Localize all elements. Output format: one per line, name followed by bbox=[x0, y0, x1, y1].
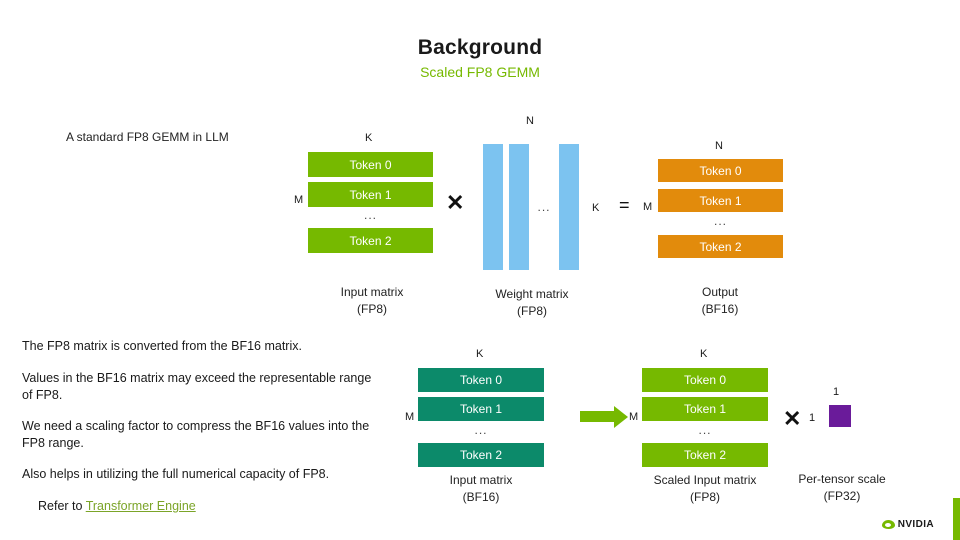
input-matrix-caption-line2: (FP8) bbox=[357, 302, 387, 316]
input-matrix-row: Token 1 bbox=[308, 182, 433, 207]
per-tensor-scale-dim-left: 1 bbox=[809, 412, 816, 424]
weight-matrix-caption-line2: (FP8) bbox=[517, 304, 547, 318]
bf16-matrix-row: Token 1 bbox=[418, 397, 544, 421]
input-matrix-row-label: Token 0 bbox=[349, 157, 392, 172]
conversion-arrow-head-icon bbox=[614, 405, 628, 428]
bf16-matrix-ellipsis: ... bbox=[474, 423, 488, 437]
output-matrix-row-label: Token 0 bbox=[699, 163, 742, 178]
multiply-operator-icon: ✕ bbox=[446, 190, 465, 215]
output-matrix-row: Token 2 bbox=[658, 235, 783, 258]
nvidia-logo: NVIDIA bbox=[881, 519, 934, 530]
bf16-matrix-dim-k: K bbox=[476, 348, 484, 360]
scaled-matrix-dim-k: K bbox=[700, 348, 708, 360]
scaled-matrix-ellipsis: ... bbox=[698, 423, 712, 437]
nvidia-wordmark: NVIDIA bbox=[897, 519, 934, 530]
conversion-arrow-icon bbox=[580, 411, 614, 422]
refer-line: Refer to Transformer Engine bbox=[38, 498, 378, 515]
input-matrix-row: Token 2 bbox=[308, 228, 433, 253]
bf16-matrix-row-label: Token 2 bbox=[459, 448, 503, 462]
scaled-matrix-row: Token 1 bbox=[642, 397, 768, 421]
scale-multiply-operator-icon: ✕ bbox=[783, 406, 802, 431]
weight-matrix-column bbox=[559, 144, 579, 270]
output-matrix-row: Token 1 bbox=[658, 189, 783, 212]
body-paragraph-2: Values in the BF16 matrix may exceed the… bbox=[22, 371, 372, 402]
per-tensor-scale-caption-line1: Per-tensor scale bbox=[798, 472, 886, 486]
transformer-engine-link[interactable]: Transformer Engine bbox=[85, 499, 196, 513]
top-diagram-intro-label: A standard FP8 GEMM in LLM bbox=[66, 130, 229, 144]
equals-operator-icon: = bbox=[619, 195, 630, 215]
bf16-matrix-row-label: Token 1 bbox=[459, 402, 503, 416]
scaled-matrix-row-label: Token 2 bbox=[683, 448, 727, 462]
scaled-matrix-dim-m: M bbox=[629, 411, 639, 423]
weight-matrix-dim-k: K bbox=[592, 202, 600, 214]
body-paragraph-1: The FP8 matrix is converted from the BF1… bbox=[22, 339, 302, 353]
weight-matrix-caption-line1: Weight matrix bbox=[495, 287, 569, 301]
body-paragraph-3: We need a scaling factor to compress the… bbox=[22, 419, 370, 450]
output-matrix-caption-line1: Output bbox=[701, 285, 739, 299]
weight-matrix-column bbox=[509, 144, 529, 270]
nvidia-eye-icon bbox=[881, 520, 895, 529]
bf16-matrix-caption-line2: (BF16) bbox=[462, 490, 500, 504]
scaled-matrix-row: Token 0 bbox=[642, 368, 768, 392]
scaled-matrix-caption-line2: (FP8) bbox=[690, 490, 720, 504]
page-subtitle: Scaled FP8 GEMM bbox=[420, 64, 540, 80]
scaled-matrix-caption-line1: Scaled Input matrix bbox=[653, 473, 757, 487]
input-matrix-row: Token 0 bbox=[308, 152, 433, 177]
input-matrix-row-label: Token 1 bbox=[349, 187, 392, 202]
input-matrix-dim-m: M bbox=[294, 194, 304, 206]
body-paragraph-4: Also helps in utilizing the full numeric… bbox=[22, 467, 330, 481]
bf16-matrix-caption-line1: Input matrix bbox=[449, 473, 513, 487]
input-matrix-caption-line1: Input matrix bbox=[340, 285, 404, 299]
output-matrix-row-label: Token 1 bbox=[699, 193, 742, 208]
per-tensor-scale-square bbox=[829, 405, 851, 427]
scaled-matrix-row-label: Token 0 bbox=[683, 373, 727, 387]
scaled-matrix-row-label: Token 1 bbox=[683, 402, 727, 416]
output-matrix-row-label: Token 2 bbox=[699, 239, 742, 254]
output-matrix-dim-m: M bbox=[643, 201, 653, 213]
scaled-matrix-row: Token 2 bbox=[642, 443, 768, 467]
weight-matrix-ellipsis: ... bbox=[537, 200, 551, 214]
per-tensor-scale-caption-line2: (FP32) bbox=[823, 489, 861, 503]
weight-matrix-column bbox=[483, 144, 503, 270]
output-matrix-dim-n: N bbox=[715, 140, 723, 152]
corner-accent-bar bbox=[953, 498, 960, 540]
bf16-matrix-row: Token 0 bbox=[418, 368, 544, 392]
bf16-matrix-row-label: Token 0 bbox=[459, 373, 503, 387]
refer-prefix: Refer to bbox=[38, 499, 83, 513]
output-matrix-ellipsis: ... bbox=[713, 214, 727, 228]
output-matrix-row: Token 0 bbox=[658, 159, 783, 182]
bf16-matrix-dim-m: M bbox=[405, 411, 415, 423]
input-matrix-dim-k: K bbox=[365, 132, 373, 144]
input-matrix-ellipsis: ... bbox=[363, 208, 377, 222]
weight-matrix-dim-n: N bbox=[526, 115, 534, 127]
input-matrix-row-label: Token 2 bbox=[349, 233, 392, 248]
output-matrix-caption-line2: (BF16) bbox=[701, 302, 739, 316]
page-title: Background bbox=[417, 36, 543, 59]
per-tensor-scale-dim-top: 1 bbox=[833, 386, 840, 398]
bf16-matrix-row: Token 2 bbox=[418, 443, 544, 467]
